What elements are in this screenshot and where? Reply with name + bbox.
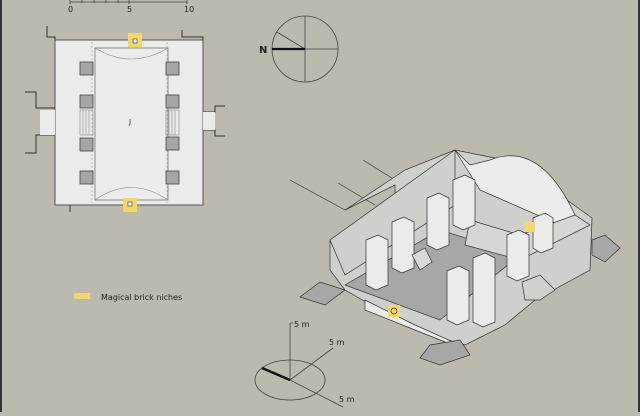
scale-label-5: 5 [127,5,132,14]
floor-plan [25,26,225,212]
brick-niche-iso-south [388,305,400,317]
scale-label-0: 0 [68,5,73,14]
left-border [0,0,2,412]
north-label: N [259,45,267,56]
brick-niche-iso-east [525,222,535,232]
stairs [79,109,180,136]
scale-bar [69,0,188,4]
legend-label: Magical brick niches [101,293,182,302]
axis-label-depth: 5 m [329,338,345,347]
compass [271,15,339,83]
scale-label-10: 10 [184,5,194,14]
room-label: J [128,118,131,126]
axis-label-horizontal: 5 m [339,395,355,404]
axis-gizmo [254,322,344,408]
pillars [79,61,180,185]
legend-swatch [74,293,90,299]
axis-label-vertical: 5 m [294,320,310,329]
isometric-view [289,149,621,366]
right-border [638,0,640,412]
